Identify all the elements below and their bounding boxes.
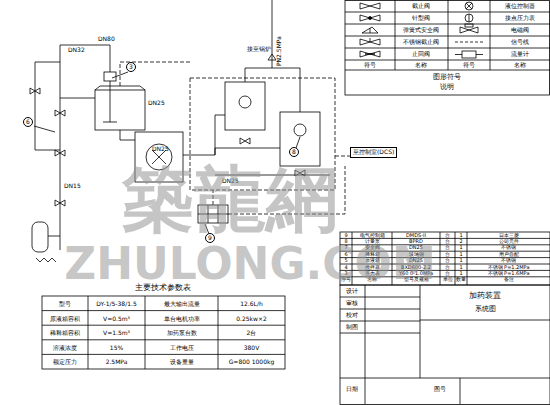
parameter-cell: 加药泵台数 [167,330,197,337]
parameter-cell: V=0.5m³ [103,316,130,323]
legend-entry: 弹簧式安全阀 [403,27,439,34]
parameter-cell: 2.5MPa [106,359,128,366]
parameter-cell: 最大输出流量 [164,301,200,308]
legend-entry: 接点压力表 [505,15,535,22]
parameter-cell: 稀释箱容积 [50,330,80,337]
title-block-cell: 加药装置 [469,292,501,301]
parameter-cell: 380V [244,345,260,352]
parameter-table-grid [42,296,285,369]
parameter-cell: 单台电机功率 [164,316,200,323]
parts-list-cell: 2 [459,239,462,245]
title-block-cell: 审核 [346,300,358,307]
parts-list-cell: 单位 [443,277,453,283]
title-block-cell: 制图 [346,324,358,331]
parameter-cell: 工作电压 [170,345,194,352]
parts-list-cell: 日本三菱 [499,233,519,239]
parts-list-cell: 不锈钢 [501,258,516,264]
pipe-label: PN2.5MPa [276,36,283,66]
parameter-cell: DY-1/5-38/1.5 [96,301,136,308]
parts-list-cell: 台 [445,265,450,271]
legend-entry: 不锈钢截止阀 [403,39,439,46]
watermark: 築龍網 [122,160,338,239]
legend-header: 说明 [440,84,454,92]
parts-list-cell: 台 [445,239,450,245]
watermark: ZHULONG.COM [64,240,435,288]
title-block-cell: 图号 [434,386,446,393]
legend-header: 符号 [364,62,376,69]
parts-list-cell: 1 [459,252,462,258]
parts-list-cell: 1 [459,245,462,251]
legend-grid [345,0,550,95]
parts-list-cell: 9 [344,233,347,239]
parts-list-cell: 用户自配 [499,252,519,258]
callout-circle: 3 [126,62,137,73]
callout-number: 6 [26,119,30,126]
pipe-label: DN25 [152,146,169,153]
parameter-cell: 0.25kw×2 [236,316,267,323]
legend-header: 图形符号 [433,74,461,82]
legend-entry: 针型阀 [412,15,430,22]
parameter-cell: 型号 [59,301,71,308]
pipe-label: 接至锅炉 [247,46,271,53]
parts-list-cell: 1 [459,271,462,277]
title-block-cell: 日期 [346,386,358,393]
node-label: 至控制室(DCS) [353,149,394,156]
callout-circle: 6 [23,117,34,128]
pipe-label: DN25 [148,100,165,107]
title-block-cell: 设计 [346,288,358,295]
parts-list-cell: 不锈钢 P=1.2MPa [488,265,530,271]
parts-list-cell: 1 [459,233,462,239]
legend-header: 名称 [514,62,526,69]
parts-list-cell: 1 [459,265,462,271]
parts-list-cell: 台 [445,271,450,277]
parameter-cell: G=800 1000kg [229,359,275,366]
parameter-cell: 15% [110,345,123,352]
legend-header: 名称 [415,62,427,69]
title-block-cell: 校对 [346,312,358,319]
title-block-cell: 系统图 [475,306,496,314]
parts-list-cell: 1 [459,258,462,264]
legend-entry: 流量计 [511,51,529,58]
legend-entry: 电磁阀 [511,27,529,34]
parts-list-cell: 备注 [504,277,514,283]
parameter-cell: 12.6L/h [240,301,263,308]
parts-list-cell: 电气控制箱 [360,233,385,239]
parameter-cell: 2台 [247,330,257,337]
callout-number: 8 [292,149,296,156]
parameter-cell: 溶液浓度 [53,345,77,352]
control-room-box: 至控制室(DCS) [350,147,397,158]
parts-list-cell: 台 [445,245,450,251]
parts-list-cell: DMDS-II [406,233,426,239]
callout-number: 3 [129,64,133,71]
parameter-cell: 设备重量 [170,359,194,366]
callout-number: 9 [208,235,212,242]
title-block-grid [340,285,550,405]
parts-list-cell: 不锈钢 [501,245,516,251]
solution-tank [95,72,145,130]
legend-entry: 止回阀 [412,51,430,58]
parameter-cell: 额定压力 [53,359,77,366]
legend-entry: 截止阀 [412,3,430,10]
callout-circle: 8 [289,147,300,158]
legend-entry: 信号线 [511,39,529,46]
legend-header: 符号 [463,62,475,69]
parts-list-cell: 数量 [456,277,466,283]
parameter-cell: V=1.5m³ [103,330,130,337]
pipe-label: DN32 [68,47,85,54]
parts-list-cell: 台 [445,258,450,264]
pipe-label: DN80 [98,36,115,43]
parts-list-cell: 台 [445,252,450,258]
legend-entry: 液位控制器 [505,3,535,10]
parts-list-cell: 不锈钢 P=1.6MPa [488,271,530,277]
parts-list-cell: 公司元件 [499,239,519,245]
parameter-cell: 原液箱容积 [50,316,80,323]
parts-list-cell: 台 [445,233,450,239]
pipe-label: DN15 [64,183,81,190]
